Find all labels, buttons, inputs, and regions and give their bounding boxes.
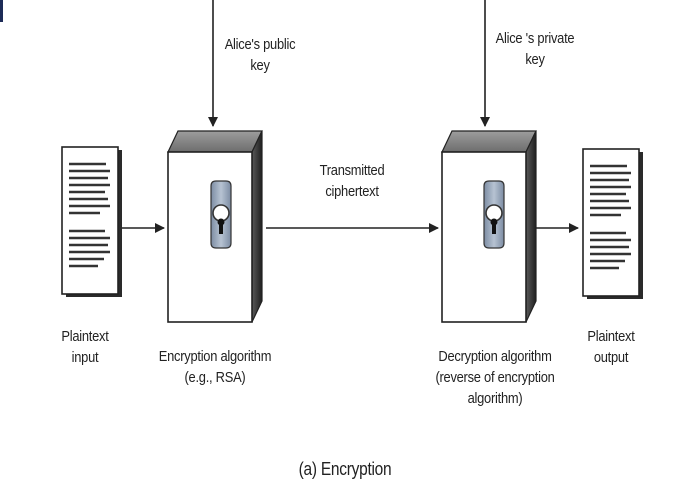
figure-caption-text: (a) Encryption bbox=[298, 459, 392, 479]
encryption-box bbox=[167, 130, 263, 323]
decryption-label-line2: (reverse of encryption bbox=[435, 369, 555, 386]
figure-caption: (a) Encryption bbox=[281, 458, 410, 480]
public-key-label-line1: Alice's public bbox=[224, 36, 296, 53]
document-icon bbox=[582, 148, 643, 299]
ciphertext-label: Transmitted ciphertext bbox=[309, 160, 395, 202]
corner-mark bbox=[0, 0, 3, 22]
document-icon bbox=[61, 146, 122, 297]
encryption-label-line2: (e.g., RSA) bbox=[184, 369, 246, 386]
ciphertext-label-line1: Transmitted bbox=[319, 162, 385, 179]
plaintext-output-label-line2: output bbox=[593, 349, 629, 366]
decryption-box bbox=[441, 130, 537, 323]
public-key-label: Alice's public key bbox=[208, 34, 311, 76]
plaintext-output-label: Plaintext output bbox=[572, 326, 649, 368]
ciphertext-label-line2: ciphertext bbox=[325, 183, 379, 200]
private-key-label: Alice 's private key bbox=[479, 28, 591, 70]
encryption-label: Encryption algorithm (e.g., RSA) bbox=[138, 346, 293, 388]
encryption-label-line1: Encryption algorithm bbox=[158, 348, 272, 365]
plaintext-input-label-line1: Plaintext bbox=[61, 328, 109, 345]
private-key-label-line2: key bbox=[525, 51, 545, 68]
decryption-label-line1: Decryption algorithm bbox=[438, 348, 552, 365]
public-key-label-line2: key bbox=[250, 57, 270, 74]
lock-icon bbox=[483, 180, 505, 249]
plaintext-input-label: Plaintext input bbox=[46, 326, 123, 368]
decryption-label: Decryption algorithm (reverse of encrypt… bbox=[409, 346, 581, 409]
plaintext-output-label-line1: Plaintext bbox=[587, 328, 635, 345]
lock-icon bbox=[210, 180, 232, 249]
private-key-label-line1: Alice 's private bbox=[495, 30, 575, 47]
plaintext-input-label-line2: input bbox=[71, 349, 99, 366]
decryption-label-line3: algorithm) bbox=[467, 390, 523, 407]
